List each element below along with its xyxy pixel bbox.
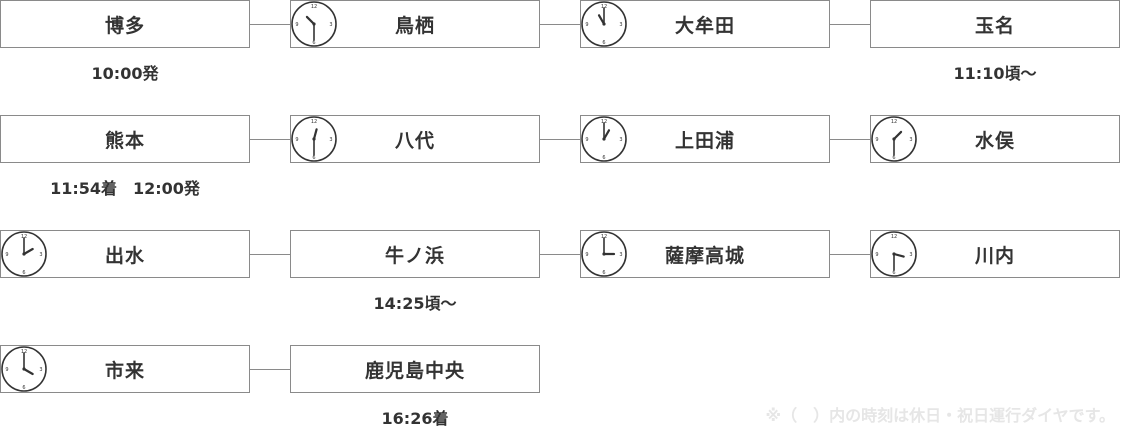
clock-numeral: 6: [312, 40, 315, 46]
route-connector: [250, 24, 290, 25]
clock-center: [892, 252, 896, 256]
clock-hour-hand: [892, 252, 905, 258]
clock-numeral: 9: [295, 137, 298, 143]
clock-icon: 12 3 6 9: [580, 0, 628, 48]
clock-icon: 12 3 6 9: [870, 115, 918, 163]
station-name-kamitaura: 上田浦: [674, 129, 735, 152]
station-box-hakata: 博多: [0, 0, 250, 48]
clock-center: [602, 252, 606, 256]
clock-icon: 12 3 6 9: [870, 230, 918, 278]
station-box-sendai: 川内: [870, 230, 1120, 278]
clock-numeral: 6: [602, 270, 605, 276]
station-name-minamata: 水俣: [974, 129, 1015, 152]
clock-numeral: 12: [311, 4, 317, 10]
clock-numeral: 3: [329, 137, 332, 143]
station-name-ichiki: 市来: [104, 359, 145, 382]
clock-numeral: 6: [602, 155, 605, 161]
clock-center: [22, 367, 26, 371]
route-connector: [830, 139, 870, 140]
route-connector: [830, 24, 870, 25]
station-box-tamana: 玉名: [870, 0, 1120, 48]
clock-center: [602, 22, 606, 26]
clock-icon: 12 3 6 9: [0, 230, 48, 278]
clock-numeral: 9: [585, 252, 588, 258]
clock-numeral: 3: [909, 252, 912, 258]
clock-hour-hand: [305, 15, 316, 26]
clock-icon: 12 3 6 9: [290, 115, 338, 163]
clock-numeral: 6: [312, 155, 315, 161]
clock-numeral: 12: [601, 119, 607, 125]
station-name-ushinohama: 牛ノ浜: [384, 244, 445, 267]
clock-numeral: 12: [601, 234, 607, 240]
clock-hour-hand: [312, 128, 318, 141]
clock-numeral: 3: [329, 22, 332, 28]
route-connector: [540, 24, 580, 25]
clock-numeral: 12: [21, 349, 27, 355]
clock-hour-hand: [602, 129, 611, 141]
clock-icon: 12 3 6 9: [580, 230, 628, 278]
footnote: ※（ ）内の時刻は休日・祝日運行ダイヤです。: [765, 406, 1115, 425]
clock-hour-hand: [892, 130, 903, 141]
clock-numeral: 3: [909, 137, 912, 143]
clock-numeral: 9: [295, 22, 298, 28]
time-note-tamana: 11:10頃〜: [953, 64, 1037, 83]
route-connector: [250, 139, 290, 140]
station-name-sendai: 川内: [974, 244, 1015, 267]
time-note-hakata: 10:00発: [91, 64, 159, 83]
clock-center: [312, 22, 316, 26]
clock-icon: 12 3 6 9: [580, 115, 628, 163]
clock-numeral: 6: [892, 155, 895, 161]
clock-numeral: 6: [892, 270, 895, 276]
clock-numeral: 12: [601, 4, 607, 10]
clock-numeral: 9: [5, 367, 8, 373]
station-name-hakata: 博多: [104, 14, 145, 37]
clock-hour-hand: [22, 367, 34, 376]
clock-center: [602, 137, 606, 141]
route-connector: [540, 139, 580, 140]
time-note-kumamoto: 11:54着 12:00発: [50, 179, 200, 198]
time-note-ushinohama: 14:25頃〜: [373, 294, 457, 313]
clock-numeral: 12: [311, 119, 317, 125]
clock-numeral: 12: [21, 234, 27, 240]
station-box-kagoshimachuo: 鹿児島中央: [290, 345, 540, 393]
clock-hour-hand: [597, 14, 606, 26]
clock-icon: 12 3 6 9: [290, 0, 338, 48]
clock-numeral: 3: [619, 252, 622, 258]
clock-numeral: 3: [619, 137, 622, 143]
station-box-kumamoto: 熊本: [0, 115, 250, 163]
station-name-yatsushiro: 八代: [394, 129, 435, 152]
clock-center: [312, 137, 316, 141]
clock-numeral: 6: [22, 270, 25, 276]
station-name-tamana: 玉名: [974, 14, 1015, 37]
clock-numeral: 9: [875, 252, 878, 258]
route-connector: [250, 369, 290, 370]
clock-numeral: 3: [619, 22, 622, 28]
time-note-kagoshimachuo: 16:26着: [381, 409, 449, 428]
route-connector: [830, 254, 870, 255]
clock-numeral: 12: [891, 234, 897, 240]
clock-numeral: 3: [39, 367, 42, 373]
station-name-kagoshimachuo: 鹿児島中央: [364, 359, 465, 382]
clock-hour-hand: [22, 247, 34, 256]
station-name-satsumatakagi: 薩摩高城: [664, 244, 745, 267]
station-name-kumamoto: 熊本: [104, 129, 145, 152]
clock-numeral: 6: [22, 385, 25, 391]
clock-numeral: 12: [891, 119, 897, 125]
clock-numeral: 9: [585, 137, 588, 143]
clock-numeral: 3: [39, 252, 42, 258]
clock-numeral: 9: [585, 22, 588, 28]
clock-numeral: 6: [602, 40, 605, 46]
clock-center: [892, 137, 896, 141]
station-box-kamitaura: 上田浦: [580, 115, 830, 163]
clock-center: [22, 252, 26, 256]
station-name-omuta: 大牟田: [674, 14, 735, 37]
station-box-ushinohama: 牛ノ浜: [290, 230, 540, 278]
clock-numeral: 9: [5, 252, 8, 258]
route-connector: [540, 254, 580, 255]
route-connector: [250, 254, 290, 255]
clock-icon: 12 3 6 9: [0, 345, 48, 393]
clock-numeral: 9: [875, 137, 878, 143]
station-name-izumi: 出水: [104, 244, 145, 267]
station-name-tosu: 鳥栖: [394, 14, 435, 37]
